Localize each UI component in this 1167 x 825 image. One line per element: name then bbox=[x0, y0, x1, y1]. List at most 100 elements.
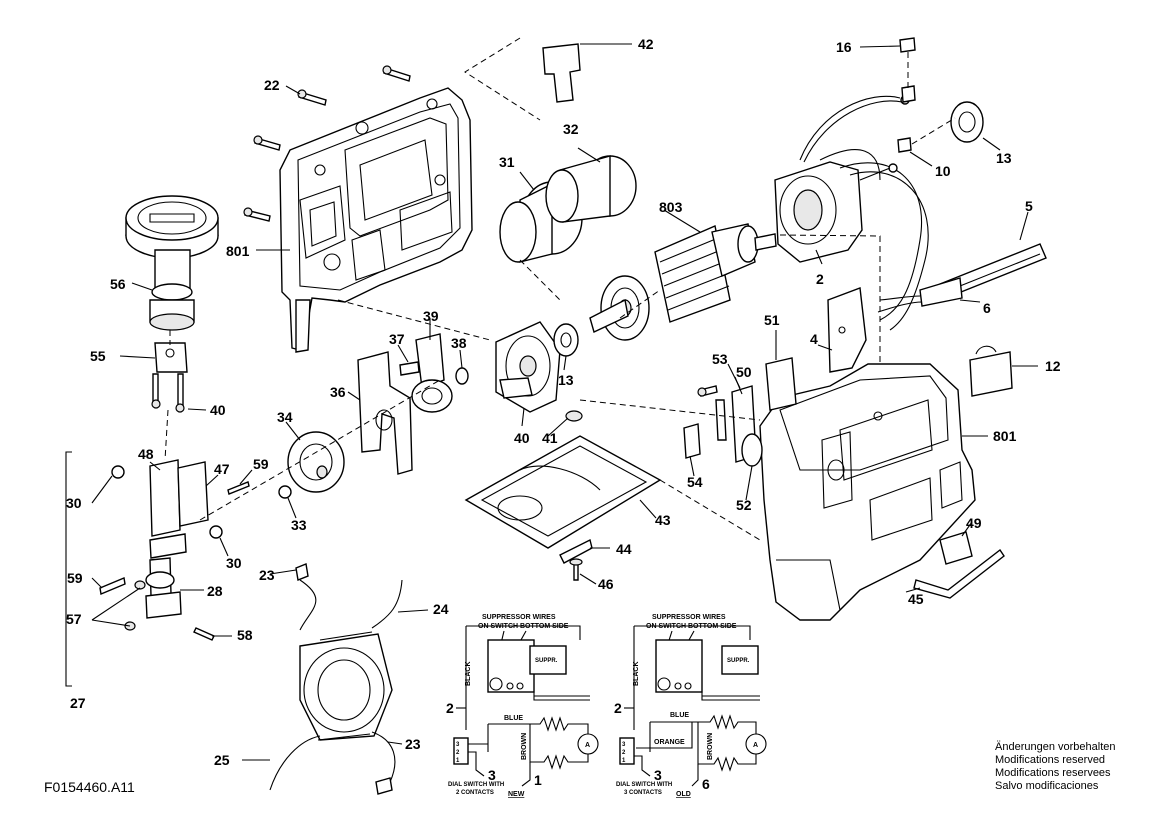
new-contact-2: 2 bbox=[456, 750, 460, 756]
new-caption: NEW bbox=[508, 791, 525, 798]
label-55: 55 bbox=[90, 348, 106, 364]
label-23-lower: 23 bbox=[405, 736, 421, 752]
roller-bracket-37-39-38 bbox=[399, 333, 469, 413]
label-28: 28 bbox=[207, 583, 223, 599]
new-suppr-box-label: SUPPR. bbox=[535, 658, 558, 664]
old-contact-3: 3 bbox=[622, 742, 626, 748]
old-label-2: 2 bbox=[614, 700, 622, 716]
label-39: 39 bbox=[423, 308, 439, 324]
notice-line-en: Modifications reserved bbox=[995, 754, 1106, 766]
label-37: 37 bbox=[389, 331, 405, 347]
plate-42 bbox=[464, 37, 581, 121]
wiring-schematic-new: SUPPRESSOR WIRES ON SWITCH BOTTOM SIDE S… bbox=[446, 614, 599, 798]
new-label-1: 1 bbox=[534, 772, 542, 788]
notice-line-fr: Modifications reservees bbox=[995, 767, 1111, 779]
label-54: 54 bbox=[687, 474, 703, 490]
label-58: 58 bbox=[237, 627, 253, 643]
plunger-assembly-27 bbox=[99, 459, 250, 641]
switch-assembly-4 bbox=[683, 287, 867, 467]
label-24: 24 bbox=[433, 601, 449, 617]
base-shoe-43 bbox=[464, 435, 662, 581]
label-801-right: 801 bbox=[993, 428, 1017, 444]
new-contact-1: 1 bbox=[456, 758, 460, 764]
old-brown-label: BROWN bbox=[707, 733, 714, 760]
new-contact-3: 3 bbox=[456, 742, 460, 748]
label-30-left: 30 bbox=[66, 495, 82, 511]
old-dial-line2: 3 CONTACTS bbox=[624, 790, 662, 796]
label-46: 46 bbox=[598, 576, 614, 592]
label-16: 16 bbox=[836, 39, 852, 55]
housing-right-half bbox=[759, 363, 976, 621]
label-51: 51 bbox=[764, 312, 780, 328]
new-blue-label: BLUE bbox=[504, 715, 523, 722]
notice-line-es: Salvo modificaciones bbox=[995, 780, 1099, 792]
label-32: 32 bbox=[563, 121, 579, 137]
field-stator-25 bbox=[269, 563, 403, 795]
label-13-lower: 13 bbox=[558, 372, 574, 388]
label-47: 47 bbox=[214, 461, 230, 477]
label-30-lower: 30 bbox=[226, 555, 242, 571]
label-13: 13 bbox=[996, 150, 1012, 166]
new-black-label: BLACK bbox=[465, 662, 472, 687]
label-6: 6 bbox=[983, 300, 991, 316]
power-cord-5-6 bbox=[877, 243, 1047, 313]
old-suppr-box-label: SUPPR. bbox=[727, 658, 750, 664]
assembly-guide-lines bbox=[164, 234, 881, 541]
new-suppressor-label-1: SUPPRESSOR WIRES bbox=[482, 614, 556, 621]
label-56: 56 bbox=[110, 276, 126, 292]
label-5: 5 bbox=[1025, 198, 1033, 214]
label-22: 22 bbox=[264, 77, 280, 93]
label-50: 50 bbox=[736, 364, 752, 380]
suppressor-12 bbox=[969, 345, 1013, 397]
old-caption: OLD bbox=[676, 791, 691, 798]
label-48: 48 bbox=[138, 446, 154, 462]
notice-line-de: Änderungen vorbehalten bbox=[995, 741, 1116, 753]
label-57: 57 bbox=[66, 611, 82, 627]
label-10: 10 bbox=[935, 163, 951, 179]
diagram-code: F0154460.A11 bbox=[44, 779, 135, 795]
label-25: 25 bbox=[214, 752, 230, 768]
label-44: 44 bbox=[616, 541, 632, 557]
old-motor-label: A bbox=[753, 742, 758, 749]
blade-clamp-49-45 bbox=[913, 531, 1005, 599]
part-number-labels: 42 22 16 13 32 31 10 803 801 5 56 2 6 39… bbox=[66, 36, 1061, 768]
plunger-guide-36 bbox=[357, 351, 413, 475]
new-brown-label: BROWN bbox=[521, 733, 528, 760]
speed-knob-56 bbox=[125, 195, 219, 331]
label-801-left: 801 bbox=[226, 243, 250, 259]
old-black-label: BLACK bbox=[633, 662, 640, 687]
label-34: 34 bbox=[277, 409, 293, 425]
old-label-3: 3 bbox=[654, 767, 662, 783]
old-label-6: 6 bbox=[702, 776, 710, 792]
label-12: 12 bbox=[1045, 358, 1061, 374]
gear-34 bbox=[111, 431, 345, 539]
bearing-sleeves-31-32 bbox=[499, 155, 637, 263]
label-40-left: 40 bbox=[210, 402, 226, 418]
new-dial-line2: 2 CONTACTS bbox=[456, 790, 494, 796]
label-40-right: 40 bbox=[514, 430, 530, 446]
label-49: 49 bbox=[966, 515, 982, 531]
field-coil-2 bbox=[774, 149, 929, 331]
label-23-upper: 23 bbox=[259, 567, 275, 583]
label-41: 41 bbox=[542, 430, 558, 446]
label-45: 45 bbox=[908, 591, 924, 607]
cam-55 bbox=[151, 342, 188, 413]
label-52: 52 bbox=[736, 497, 752, 513]
new-motor-label: A bbox=[585, 742, 590, 749]
housing-left-half bbox=[279, 87, 473, 353]
label-42: 42 bbox=[638, 36, 654, 52]
new-label-3: 3 bbox=[488, 767, 496, 783]
wire-leads bbox=[799, 37, 984, 181]
old-contact-1: 1 bbox=[622, 758, 626, 764]
label-31: 31 bbox=[499, 154, 515, 170]
label-38: 38 bbox=[451, 335, 467, 351]
label-2: 2 bbox=[816, 271, 824, 287]
label-36: 36 bbox=[330, 384, 346, 400]
label-803: 803 bbox=[659, 199, 683, 215]
old-orange-label: ORANGE bbox=[654, 739, 685, 746]
leader-lines bbox=[65, 43, 1038, 761]
new-dial-line1: DIAL SWITCH WITH bbox=[448, 782, 504, 788]
label-43: 43 bbox=[655, 512, 671, 528]
label-53: 53 bbox=[712, 351, 728, 367]
